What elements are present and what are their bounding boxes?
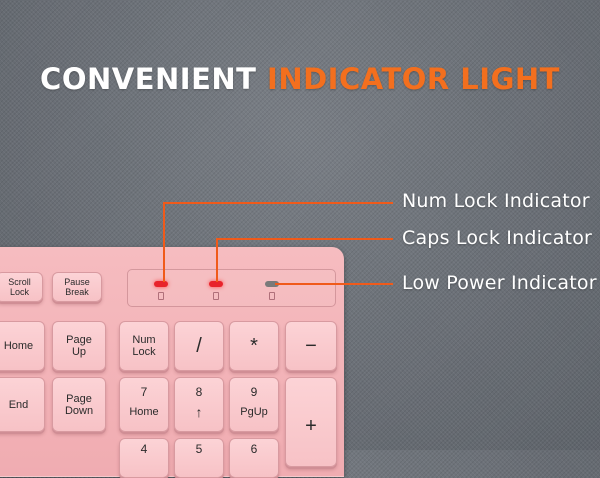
end-key[interactable]: End — [0, 377, 45, 432]
headline: CONVENIENT INDICATOR LIGHT — [0, 62, 600, 96]
page-down-label-1: Page — [66, 392, 92, 405]
caps-lock-symbol-icon — [213, 292, 219, 300]
num-lock-callout-horizontal — [163, 202, 393, 204]
battery-symbol-icon — [269, 292, 275, 300]
num9-key[interactable]: 9 PgUp — [229, 377, 279, 432]
pause-label-2: Break — [65, 287, 89, 297]
scroll-lock-label-1: Scroll — [8, 277, 31, 287]
pause-label-1: Pause — [64, 277, 90, 287]
num7-label: 7 — [140, 385, 148, 399]
page-down-label-2: Down — [64, 404, 94, 417]
num6-key[interactable]: 6 — [229, 438, 279, 478]
up-arrow-icon: ↑ — [195, 404, 203, 420]
indicator-panel — [127, 269, 336, 307]
multiply-label: * — [250, 335, 258, 357]
num-lock-led — [154, 281, 168, 287]
divide-key[interactable]: / — [174, 321, 224, 371]
caps-lock-callout-horizontal — [216, 238, 393, 240]
num7-key[interactable]: 7 Home — [119, 377, 169, 432]
page-up-label-2: Up — [71, 346, 87, 358]
num6-label: 6 — [250, 442, 258, 456]
home-label: Home — [3, 340, 34, 352]
minus-key[interactable]: − — [285, 321, 337, 371]
num4-label: 4 — [140, 442, 148, 456]
num-lock-callout-label: Num Lock Indicator — [402, 190, 590, 212]
caps-lock-led — [209, 281, 223, 287]
headline-orange: INDICATOR LIGHT — [267, 62, 560, 96]
multiply-key[interactable]: * — [229, 321, 279, 371]
num4-key[interactable]: 4 — [119, 438, 169, 478]
headline-white: CONVENIENT — [40, 62, 257, 96]
num9-sub-label: PgUp — [240, 406, 268, 418]
low-power-callout-label: Low Power Indicator — [402, 272, 597, 294]
low-power-callout-horizontal — [275, 283, 393, 285]
plus-label: + — [305, 415, 317, 437]
plus-key[interactable]: + — [285, 377, 337, 467]
num9-label: 9 — [250, 385, 258, 399]
num5-label: 5 — [195, 442, 203, 456]
num-lock-callout-vertical — [163, 202, 165, 282]
num7-sub-label: Home — [129, 406, 159, 418]
num5-key[interactable]: 5 — [174, 438, 224, 478]
page-up-label-1: Page — [66, 334, 92, 346]
caps-lock-callout-label: Caps Lock Indicator — [402, 227, 593, 249]
num-lock-label-2: Lock — [132, 346, 156, 358]
num-lock-symbol-icon — [158, 292, 164, 300]
scroll-lock-label-2: Lock — [9, 287, 29, 297]
low-power-led — [265, 281, 279, 287]
caps-lock-callout-vertical — [216, 238, 218, 282]
divide-label: / — [196, 335, 202, 357]
num-lock-label-1: Num — [132, 334, 156, 346]
num8-key[interactable]: 8 ↑ — [174, 377, 224, 432]
home-key[interactable]: Home — [0, 321, 45, 371]
num8-label: 8 — [195, 385, 203, 399]
end-label: End — [8, 398, 29, 411]
minus-label: − — [305, 335, 317, 357]
